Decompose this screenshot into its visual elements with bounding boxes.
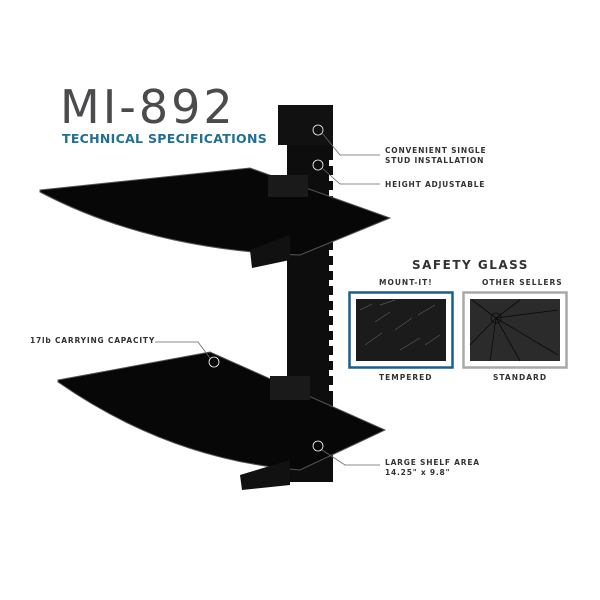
callout-area-line2: 14.25" x 9.8" xyxy=(385,468,451,477)
callout-area-line1: LARGE SHELF AREA xyxy=(385,458,480,467)
mount-it-label: MOUNT-IT! xyxy=(379,278,433,287)
safety-glass-heading: SAFETY GLASS xyxy=(412,258,529,272)
tempered-glass-texture xyxy=(359,299,441,351)
subtitle: TECHNICAL SPECIFICATIONS xyxy=(62,131,268,146)
callout-area: LARGE SHELF AREA 14.25" x 9.8" xyxy=(385,458,480,478)
callout-height: HEIGHT ADJUSTABLE xyxy=(385,180,486,189)
callout-lines xyxy=(155,124,380,466)
standard-caption: STANDARD xyxy=(493,373,548,382)
callout-stud: CONVENIENT SINGLE STUD INSTALLATION xyxy=(385,146,486,166)
callout-stud-line1: CONVENIENT SINGLE xyxy=(385,146,487,155)
bottom-shelf xyxy=(57,351,387,471)
top-shelf xyxy=(39,167,392,256)
bottom-support xyxy=(240,460,290,490)
mount-cap xyxy=(278,105,333,145)
top-bracket xyxy=(268,175,308,197)
other-sellers-label: OTHER SELLERS xyxy=(482,278,563,287)
pole-teeth xyxy=(329,160,333,391)
tempered-caption: TEMPERED xyxy=(379,373,433,382)
callout-capacity: 17lb CARRYING CAPACITY xyxy=(30,336,156,345)
tempered-glass-image xyxy=(356,299,446,361)
standard-glass-cracks xyxy=(469,299,559,362)
callout-stud-line2: STUD INSTALLATION xyxy=(385,156,485,165)
model-title: MI-892 xyxy=(60,80,236,134)
top-support xyxy=(250,235,290,268)
bottom-bracket xyxy=(270,376,310,400)
